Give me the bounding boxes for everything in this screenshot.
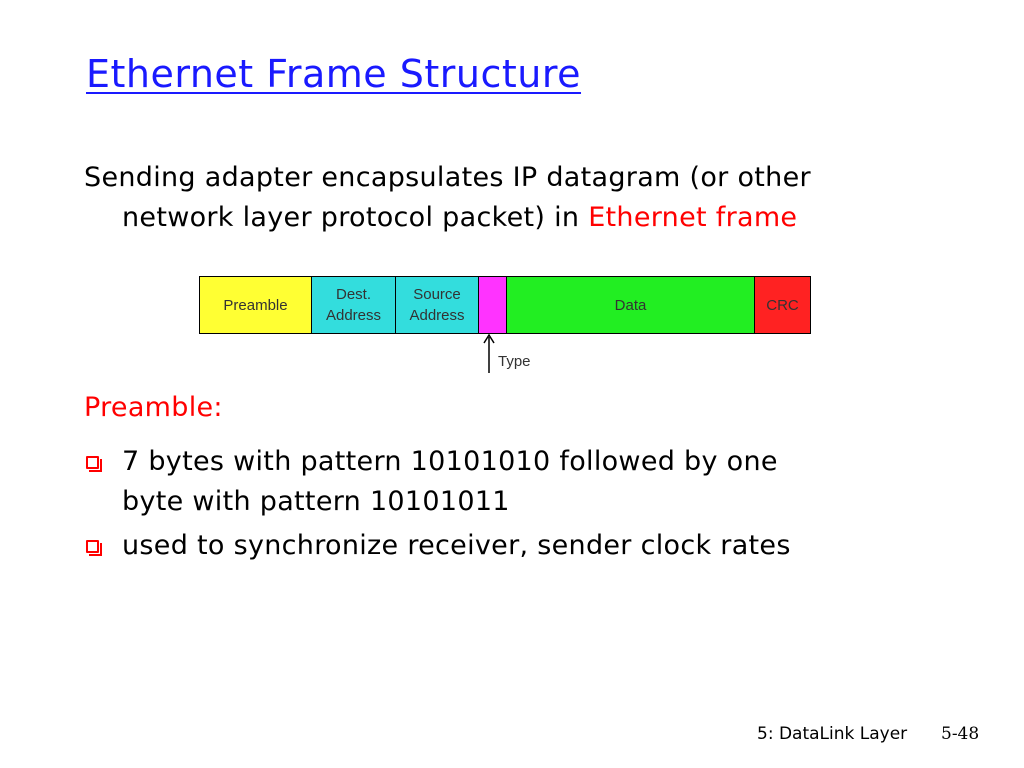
bullet-2-line-1: used to synchronize receiver, sender clo…	[122, 530, 791, 561]
intro-highlight: Ethernet frame	[588, 202, 798, 233]
type-label: Type	[498, 353, 531, 370]
preamble-bullet-list: 7 bytes with pattern 10101010 followed b…	[84, 442, 964, 570]
ethernet-frame-diagram: Preamble Dest. Address Source Address Da…	[199, 276, 811, 334]
frame-field-dest-address-label: Dest. Address	[326, 284, 381, 326]
frame-field-preamble: Preamble	[200, 277, 312, 333]
frame-field-type	[479, 277, 507, 333]
footer-page-number: 5-48	[941, 724, 980, 744]
intro-paragraph: Sending adapter encapsulates IP datagram…	[84, 158, 944, 238]
source-label-line-2: Address	[409, 307, 465, 324]
frame-field-crc-label: CRC	[766, 296, 799, 314]
frame-field-data: Data	[507, 277, 755, 333]
frame-field-dest-address: Dest. Address	[312, 277, 396, 333]
slide-title: Ethernet Frame Structure	[86, 52, 582, 96]
checkbox-bullet-icon	[86, 456, 102, 472]
checkbox-bullet-icon	[86, 540, 102, 556]
type-arrow-icon	[483, 333, 495, 373]
bullet-1-line-2: byte with pattern 10101011	[122, 486, 510, 517]
frame-field-source-address: Source Address	[396, 277, 479, 333]
frame-field-preamble-label: Preamble	[223, 296, 288, 314]
dest-label-line-1: Dest.	[335, 286, 371, 303]
frame-field-data-label: Data	[614, 296, 647, 314]
list-item: 7 bytes with pattern 10101010 followed b…	[84, 442, 964, 522]
list-item: used to synchronize receiver, sender clo…	[84, 526, 964, 566]
source-label-line-1: Source	[413, 286, 461, 303]
intro-line-1: Sending adapter encapsulates IP datagram…	[84, 162, 811, 193]
frame-field-source-address-label: Source Address	[409, 284, 464, 326]
footer-chapter: 5: DataLink Layer	[757, 724, 908, 744]
intro-line-2: network layer protocol packet) in Ethern…	[84, 198, 944, 238]
intro-line-2-text: network layer protocol packet) in	[122, 202, 589, 233]
frame-field-crc: CRC	[755, 277, 810, 333]
dest-label-line-2: Address	[325, 307, 382, 324]
bullet-1-line-1: 7 bytes with pattern 10101010 followed b…	[122, 446, 778, 477]
preamble-heading: Preamble:	[84, 392, 223, 423]
